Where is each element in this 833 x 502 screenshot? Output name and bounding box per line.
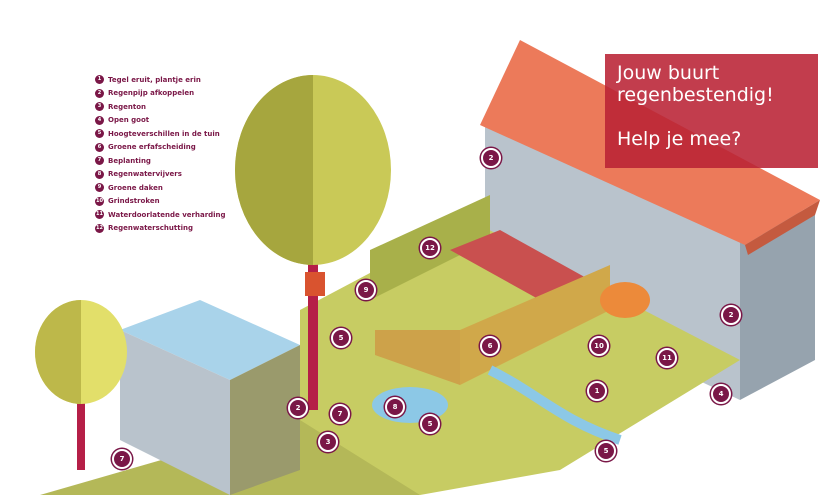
legend-number: 12 <box>95 223 104 233</box>
marker: 5 <box>331 328 351 348</box>
legend-item: 5 Hoogteverschillen in de tuin <box>95 127 226 141</box>
legend-number: 5 <box>95 129 104 139</box>
legend-label: Open goot <box>108 116 150 125</box>
legend-label: Regenpijp afkoppelen <box>108 89 195 98</box>
legend-item: 3 Regenton <box>95 100 226 114</box>
marker: 3 <box>318 432 338 452</box>
umbrella <box>600 282 650 318</box>
marker: 1 <box>587 381 607 401</box>
marker: 5 <box>420 414 440 434</box>
small-roof <box>120 300 300 380</box>
paving <box>450 230 590 300</box>
legend-item: 11 Waterdoorlatende verharding <box>95 208 226 222</box>
marker: 10 <box>589 336 609 356</box>
legend: 1 Tegel eruit, plantje erin 2 Regenpijp af… <box>95 73 226 235</box>
marker: 2 <box>288 398 308 418</box>
legend-number: 2 <box>95 88 104 98</box>
marker: 12 <box>420 238 440 258</box>
tree-trunk <box>308 220 318 410</box>
legend-number: 7 <box>95 156 104 166</box>
legend-number: 4 <box>95 115 104 125</box>
legend-label: Grindstroken <box>108 197 160 206</box>
legend-label: Beplanting <box>108 156 151 165</box>
legend-number: 9 <box>95 183 104 193</box>
gutter <box>487 365 622 445</box>
legend-item: 4 Open goot <box>95 114 226 128</box>
legend-item: 8 Regenwatervijvers <box>95 168 226 182</box>
marker: 5 <box>596 441 616 461</box>
callout-title-line1: Jouw buurt <box>617 62 720 84</box>
house-side <box>740 205 815 400</box>
legend-label: Regenwatervijvers <box>108 170 182 179</box>
tree-shade <box>235 75 313 265</box>
small-house-front <box>120 330 230 495</box>
legend-number: 10 <box>95 196 104 206</box>
marker: 11 <box>657 348 677 368</box>
legend-item: 10 Grindstroken <box>95 195 226 209</box>
legend-number: 1 <box>95 75 104 85</box>
legend-label: Hoogteverschillen in de tuin <box>108 129 220 138</box>
marker: 9 <box>356 280 376 300</box>
legend-item: 12 Regenwaterschutting <box>95 222 226 236</box>
marker: 7 <box>112 449 132 469</box>
legend-label: Regenwaterschutting <box>108 224 193 233</box>
legend-item: 6 Groene erfafscheiding <box>95 141 226 155</box>
legend-number: 6 <box>95 142 104 152</box>
legend-number: 8 <box>95 169 104 179</box>
marker: 7 <box>330 404 350 424</box>
legend-number: 3 <box>95 102 104 112</box>
callout-box: Jouw buurt regenbestendig! Help je mee? <box>605 54 818 168</box>
legend-label: Tegel eruit, plantje erin <box>108 75 201 84</box>
legend-label: Regenton <box>108 102 147 111</box>
green-wall <box>230 345 300 495</box>
callout-question: Help je mee? <box>617 128 742 150</box>
marker: 4 <box>711 384 731 404</box>
marker: 6 <box>480 336 500 356</box>
small-tree-trunk <box>77 390 85 470</box>
marker: 2 <box>481 148 501 168</box>
marker: 8 <box>385 397 405 417</box>
marker: 2 <box>721 305 741 325</box>
legend-label: Waterdoorlatende verharding <box>108 210 226 219</box>
small-tree-shade <box>35 300 81 404</box>
legend-item: 2 Regenpijp afkoppelen <box>95 87 226 101</box>
legend-label: Groene erfafscheiding <box>108 143 196 152</box>
legend-item: 7 Beplanting <box>95 154 226 168</box>
roof-edge <box>745 200 820 255</box>
birdhouse <box>305 272 325 296</box>
legend-item: 1 Tegel eruit, plantje erin <box>95 73 226 87</box>
callout-title-line2: regenbestendig! <box>617 84 774 106</box>
garden-lawn <box>300 220 740 495</box>
hedge-front <box>375 330 460 385</box>
legend-label: Groene daken <box>108 183 163 192</box>
hedge <box>460 265 610 385</box>
legend-number: 11 <box>95 210 104 220</box>
legend-item: 9 Groene daken <box>95 181 226 195</box>
